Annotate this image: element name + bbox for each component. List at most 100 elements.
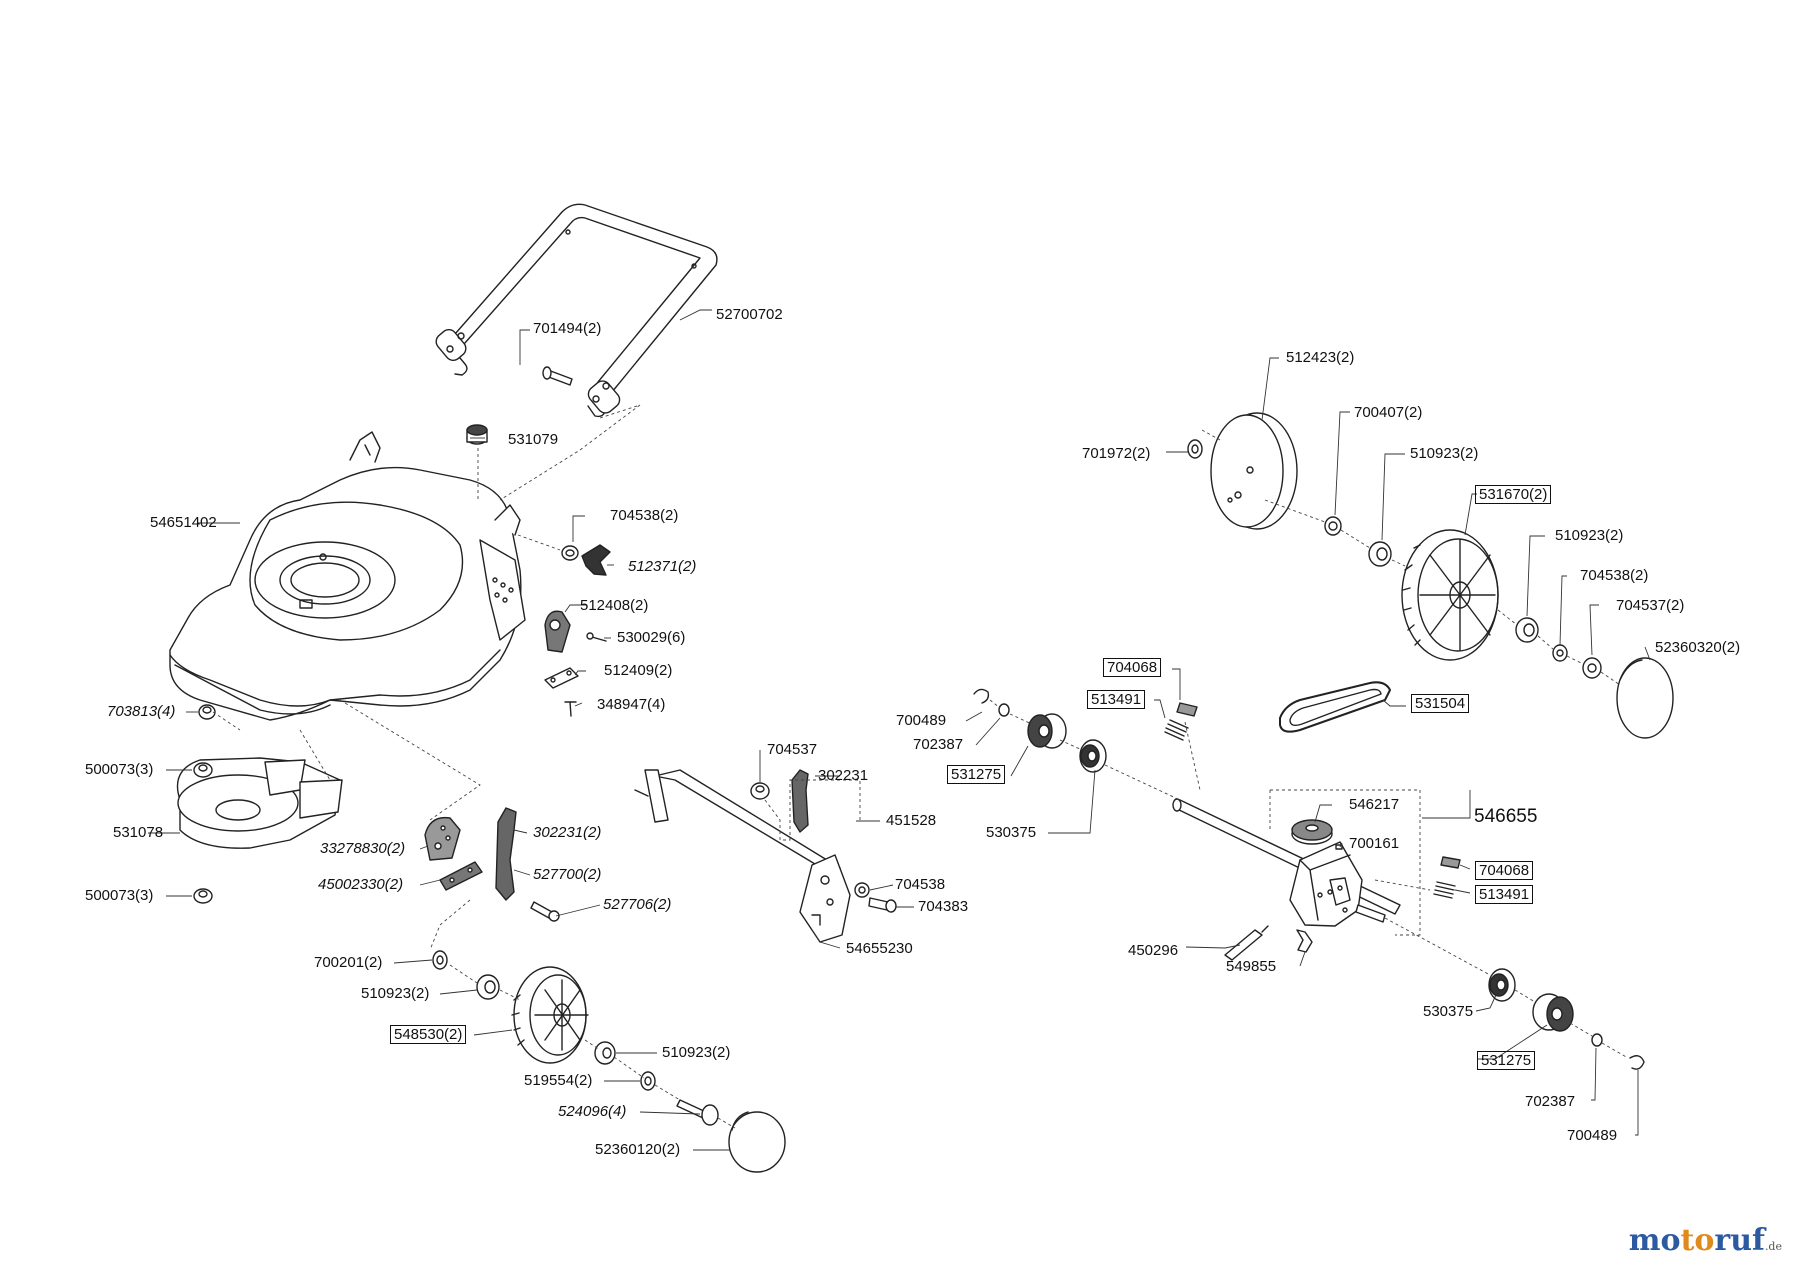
label-54651402: 54651402: [150, 514, 217, 531]
label-531079: 531079: [508, 431, 559, 448]
watermark-part-1: mo: [1628, 1223, 1681, 1258]
segment-33278830: [424, 816, 461, 861]
watermark-domain: .de: [1764, 1240, 1782, 1253]
label-531275-b: 531275: [1477, 1051, 1536, 1070]
washer-704538-b: [854, 882, 870, 898]
cable-450296: [1224, 925, 1269, 961]
label-703813: 703813(4): [107, 703, 176, 720]
bearing-530375-a: [1079, 739, 1107, 773]
hubcap-52360120: [728, 1111, 786, 1173]
label-531504: 531504: [1411, 694, 1470, 713]
gearbox-546655: [1289, 841, 1386, 927]
bearing-530375-b: [1488, 968, 1516, 1002]
bushing-531079: [466, 424, 488, 445]
label-546217: 546217: [1349, 796, 1400, 813]
watermark-part-3: ruf: [1714, 1223, 1765, 1258]
washer-702387-b: [1591, 1033, 1603, 1047]
label-702387-b: 702387: [1525, 1093, 1576, 1110]
bushing-510923-b: [594, 1041, 616, 1065]
label-530375-b: 530375: [1423, 1003, 1474, 1020]
hubcap-52360320: [1616, 657, 1674, 739]
knob-512371: [561, 544, 611, 576]
nut-519554: [640, 1071, 656, 1091]
vbelt-531504: [1279, 681, 1391, 733]
label-702387-a: 702387: [913, 736, 964, 753]
label-348947: 348947(4): [597, 696, 666, 713]
spring-513491-a: [1164, 719, 1189, 741]
label-519554: 519554(2): [524, 1072, 593, 1089]
label-500073-b: 500073(3): [85, 887, 154, 904]
label-54655230: 54655230: [846, 940, 913, 957]
label-531275-a: 531275: [947, 765, 1006, 784]
watermark-part-2: to: [1680, 1223, 1715, 1258]
motoruf-watermark-logo: motoruf.de: [1629, 1223, 1782, 1258]
label-700161: 700161: [1349, 835, 1400, 852]
label-549855: 549855: [1226, 958, 1277, 975]
bushing-510923-a: [476, 974, 500, 1000]
label-704068-a: 704068: [1103, 658, 1162, 677]
label-513491-b: 513491: [1475, 885, 1534, 904]
label-302231-2: 302231(2): [533, 824, 602, 841]
label-701494: 701494(2): [533, 320, 602, 337]
axle-bracket-54655230: [634, 769, 851, 943]
label-512371: 512371(2): [628, 558, 697, 575]
nut-704537-a: [750, 782, 770, 800]
pinion-531275-a: [1027, 713, 1067, 749]
bolt-701494: [542, 366, 573, 386]
label-704537-a: 704537: [767, 741, 818, 758]
label-450296: 450296: [1128, 942, 1179, 959]
screw-527706: [530, 901, 560, 922]
nut-700201: [432, 950, 448, 970]
label-45002330: 45002330(2): [318, 876, 404, 893]
label-701972: 701972(2): [1082, 445, 1151, 462]
nut-500073-upper: [193, 762, 213, 778]
label-700489-a: 700489: [896, 712, 947, 729]
bushing-510923-d: [1515, 617, 1539, 643]
key-704068-b: [1440, 856, 1461, 869]
assembly-lines: [212, 404, 1629, 1129]
front-wheel-548530: [511, 966, 589, 1064]
drive-axle: [1172, 798, 1401, 915]
label-700407: 700407(2): [1354, 404, 1423, 421]
lever-512408: [544, 610, 571, 653]
leader-lines: [148, 309, 1651, 1151]
screw-530029: [586, 632, 607, 642]
pulley-546217: [1291, 819, 1333, 845]
bolt-524096: [676, 1099, 719, 1126]
label-704538-b: 704538: [895, 876, 946, 893]
label-513491-a: 513491: [1087, 690, 1146, 709]
washer-702387-a: [998, 703, 1010, 717]
label-302231: 302231: [818, 767, 869, 784]
label-52360120: 52360120(2): [595, 1141, 681, 1158]
nut-704537-b: [1582, 657, 1602, 679]
label-704383: 704383: [918, 898, 969, 915]
key-700161: [1335, 844, 1343, 850]
nut-500073-lower: [193, 888, 213, 904]
mower-deck: [169, 431, 526, 721]
spring-513491-b: [1433, 881, 1456, 899]
rear-flap-531078: [176, 757, 343, 849]
label-700489-b: 700489: [1567, 1127, 1618, 1144]
key-704068-a: [1176, 702, 1198, 717]
washer-701972: [1187, 439, 1203, 459]
label-524096: 524096(4): [558, 1103, 627, 1120]
label-500073-a: 500073(3): [85, 761, 154, 778]
label-704538-c: 704538(2): [1580, 567, 1649, 584]
label-512423: 512423(2): [1286, 349, 1355, 366]
label-704068-b: 704068: [1475, 861, 1534, 880]
clip-700489-b: [1629, 1055, 1645, 1070]
label-704538-a: 704538(2): [610, 507, 679, 524]
label-33278830: 33278830(2): [320, 840, 406, 857]
bushing-510923-c: [1368, 541, 1392, 567]
label-527700: 527700(2): [533, 866, 602, 883]
bolt-704383: [868, 897, 897, 913]
label-527706: 527706(2): [603, 896, 672, 913]
label-510923-a: 510923(2): [361, 985, 430, 1002]
label-451528: 451528: [886, 812, 937, 829]
label-700201: 700201(2): [314, 954, 383, 971]
label-512408: 512408(2): [580, 597, 649, 614]
label-510923-c: 510923(2): [1410, 445, 1479, 462]
label-530375-a: 530375: [986, 824, 1037, 841]
